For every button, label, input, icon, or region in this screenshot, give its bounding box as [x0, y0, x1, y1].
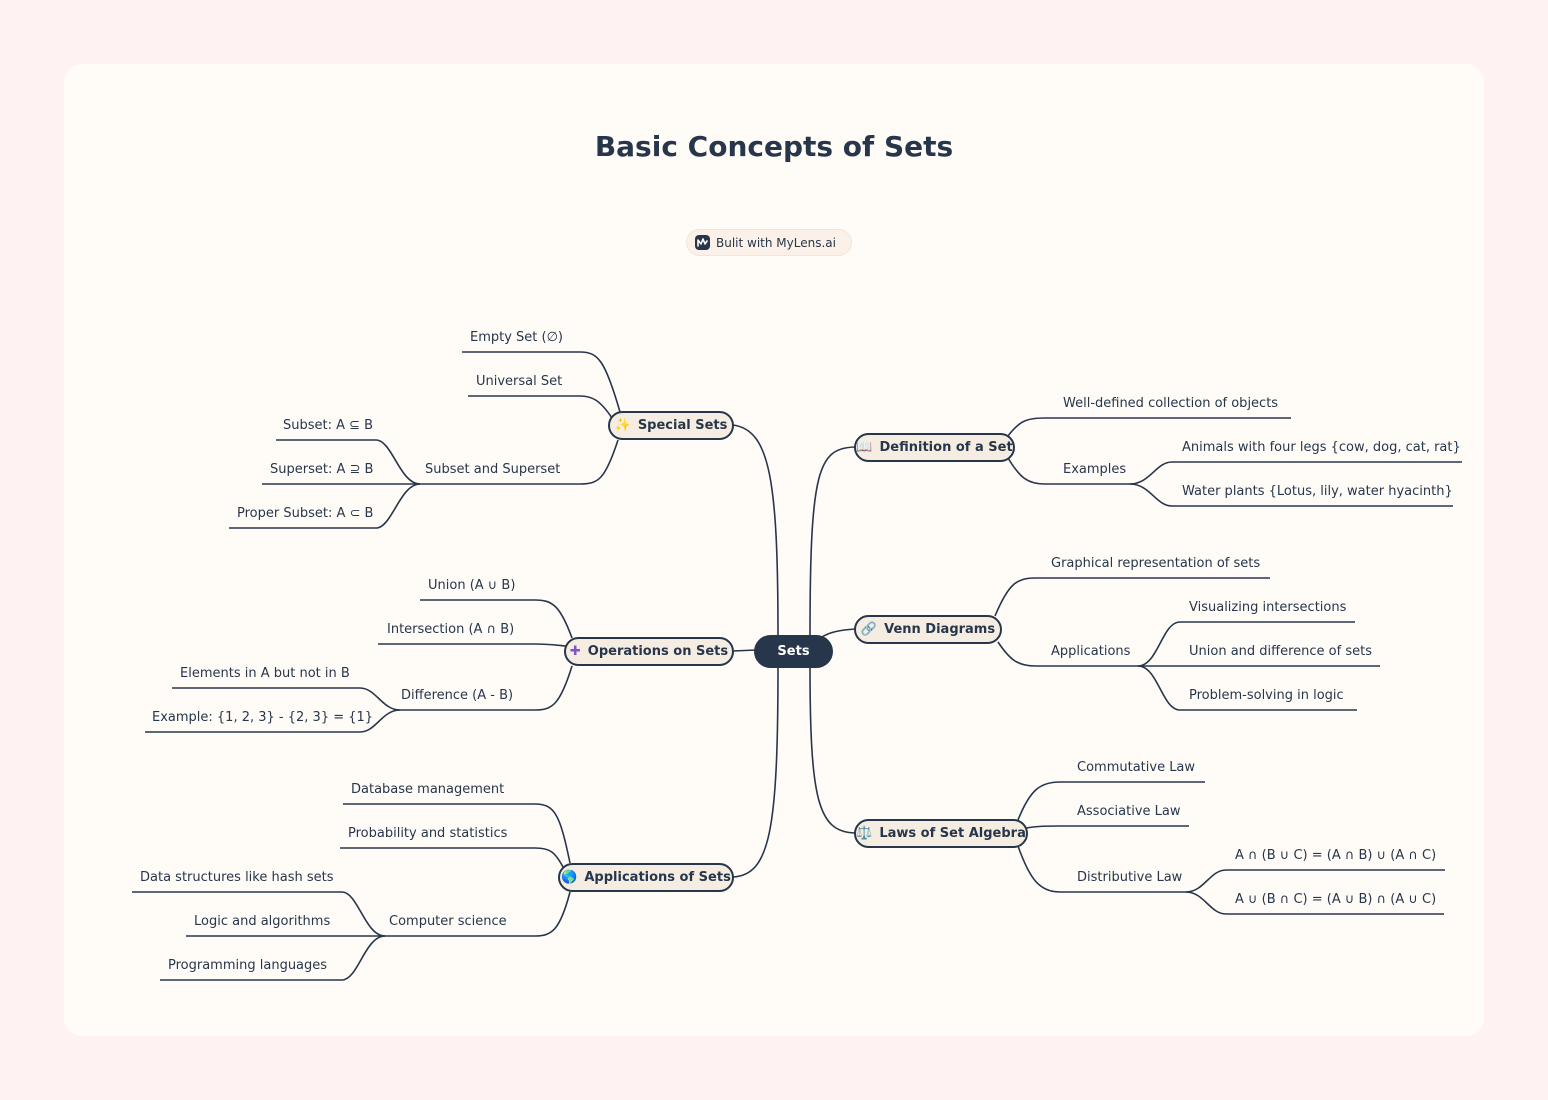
branch-label: Special Sets: [637, 418, 728, 433]
mylens-logo-icon: [695, 235, 710, 250]
node-programming-languages[interactable]: Programming languages: [168, 958, 328, 973]
node-graphical-representation[interactable]: Graphical representation of sets: [1051, 556, 1261, 571]
scales-icon: ⚖️: [856, 826, 873, 841]
branch-special-sets[interactable]: ✨ Special Sets: [608, 411, 734, 440]
node-proper-subset[interactable]: Proper Subset: A ⊂ B: [237, 506, 374, 521]
branch-label: Laws of Set Algebra: [879, 826, 1026, 841]
branch-definition-of-a-set[interactable]: 📖 Definition of a Set: [854, 433, 1015, 462]
branch-applications-of-sets[interactable]: 🌎 Applications of Sets: [558, 863, 734, 892]
node-universal-set[interactable]: Universal Set: [476, 374, 563, 389]
node-empty-set[interactable]: Empty Set (∅): [470, 330, 563, 345]
branch-label: Venn Diagrams: [884, 622, 996, 637]
node-union[interactable]: Union (A ∪ B): [428, 578, 516, 593]
node-hash-sets[interactable]: Data structures like hash sets: [140, 870, 334, 885]
node-plants-example[interactable]: Water plants {Lotus, lily, water hyacint…: [1182, 484, 1453, 499]
node-problem-solving[interactable]: Problem-solving in logic: [1189, 688, 1344, 703]
branch-label: Operations on Sets: [587, 644, 729, 659]
branch-label: Definition of a Set: [879, 440, 1013, 455]
node-probability-statistics[interactable]: Probability and statistics: [348, 826, 508, 841]
node-subset-and-superset[interactable]: Subset and Superset: [425, 462, 561, 477]
node-intersection[interactable]: Intersection (A ∩ B): [387, 622, 515, 637]
branch-label: Applications of Sets: [584, 870, 731, 885]
node-well-defined[interactable]: Well-defined collection of objects: [1063, 396, 1279, 411]
node-animals-example[interactable]: Animals with four legs {cow, dog, cat, r…: [1182, 440, 1461, 455]
branch-venn-diagrams[interactable]: 🔗 Venn Diagrams: [854, 615, 1002, 644]
link-icon: 🔗: [860, 622, 878, 637]
node-associative-law[interactable]: Associative Law: [1077, 804, 1181, 819]
node-logic-algorithms[interactable]: Logic and algorithms: [194, 914, 331, 929]
node-distributive-law[interactable]: Distributive Law: [1077, 870, 1183, 885]
node-visualizing-intersections[interactable]: Visualizing intersections: [1189, 600, 1347, 615]
badge-text: Bulit with MyLens.ai: [716, 235, 836, 250]
mindmap-card: [64, 64, 1484, 1036]
node-database-management[interactable]: Database management: [351, 782, 505, 797]
root-node[interactable]: Sets: [754, 635, 833, 668]
node-difference-description[interactable]: Elements in A but not in B: [180, 666, 350, 681]
node-difference-example[interactable]: Example: {1, 2, 3} - {2, 3} = {1}: [152, 710, 374, 725]
book-icon: 📖: [856, 440, 873, 455]
node-venn-applications[interactable]: Applications: [1051, 644, 1131, 659]
built-with-badge[interactable]: Bulit with MyLens.ai: [686, 229, 852, 256]
node-commutative-law[interactable]: Commutative Law: [1077, 760, 1196, 775]
page-title: Basic Concepts of Sets: [594, 130, 954, 163]
node-distributive-formula-1[interactable]: A ∩ (B ∪ C) = (A ∩ B) ∪ (A ∩ C): [1235, 848, 1437, 863]
node-union-difference[interactable]: Union and difference of sets: [1189, 644, 1372, 659]
plus-icon: ✚: [569, 644, 581, 659]
branch-laws-of-set-algebra[interactable]: ⚖️ Laws of Set Algebra: [854, 819, 1028, 848]
node-subset[interactable]: Subset: A ⊆ B: [283, 418, 374, 433]
node-superset[interactable]: Superset: A ⊇ B: [270, 462, 374, 477]
sparkles-icon: ✨: [614, 418, 631, 433]
node-difference[interactable]: Difference (A - B): [401, 688, 514, 703]
globe-icon: 🌎: [561, 870, 578, 885]
node-examples[interactable]: Examples: [1063, 462, 1127, 477]
node-distributive-formula-2[interactable]: A ∪ (B ∩ C) = (A ∪ B) ∩ (A ∪ C): [1235, 892, 1437, 907]
branch-operations-on-sets[interactable]: ✚ Operations on Sets: [564, 637, 734, 666]
node-computer-science[interactable]: Computer science: [389, 914, 507, 929]
